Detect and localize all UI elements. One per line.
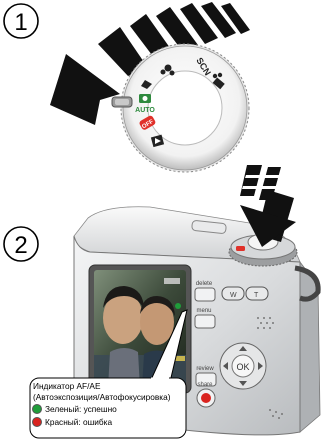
step-2-badge: 2 [3, 226, 39, 262]
off-badge: OFF [139, 115, 156, 130]
af-ae-indicator-callout: Индикатор AF/AE (Автоэкспозиция/Автофоку… [30, 378, 186, 438]
callout-item-success: Зеленый: успешно [30, 404, 186, 415]
mode-auto-label: AUTO [135, 107, 155, 114]
callout-subtitle: (Автоэкспозиция/Автофокусировка) [33, 391, 171, 402]
step-1-number: 1 [14, 9, 27, 36]
menu-button[interactable]: menu [194, 308, 216, 329]
menu-label: menu [196, 308, 211, 314]
portrait-icon [141, 80, 152, 89]
review-label: review [196, 366, 214, 372]
callout-item-error: Красный: ошибка [30, 417, 186, 428]
rotate-arrow-icon [50, 2, 250, 125]
red-dot-icon [32, 416, 42, 427]
svg-text:W: W [230, 292, 237, 299]
callout-box [29, 377, 187, 439]
mode-dial[interactable]: AUTO SCN OFF [111, 43, 250, 173]
delete-label: delete [196, 281, 213, 287]
video-icon [212, 72, 225, 90]
share-button[interactable]: share [196, 382, 216, 408]
callout-title: Индикатор AF/AE [33, 381, 101, 391]
auto-camera-icon [139, 94, 151, 103]
svg-text:T: T [254, 292, 259, 299]
ok-button[interactable]: OK [236, 362, 249, 372]
flower-icon [160, 64, 175, 76]
press-arrow-gaps [242, 175, 285, 189]
step-2-number: 2 [14, 232, 27, 259]
step-1-badge: 1 [3, 3, 39, 39]
green-dot-icon [32, 404, 42, 415]
dial-pointer-icon [111, 96, 133, 108]
share-label: share [197, 382, 213, 388]
callout-item-error-label: Красный: ошибка [45, 416, 113, 427]
delete-button[interactable]: delete [194, 281, 216, 302]
review-icon [150, 134, 165, 148]
directional-pad[interactable]: OK [219, 342, 267, 390]
mode-off-label: OFF [141, 119, 155, 130]
review-button[interactable]: review [195, 366, 217, 387]
callout-item-success-label: Зеленый: успешно [45, 404, 117, 414]
